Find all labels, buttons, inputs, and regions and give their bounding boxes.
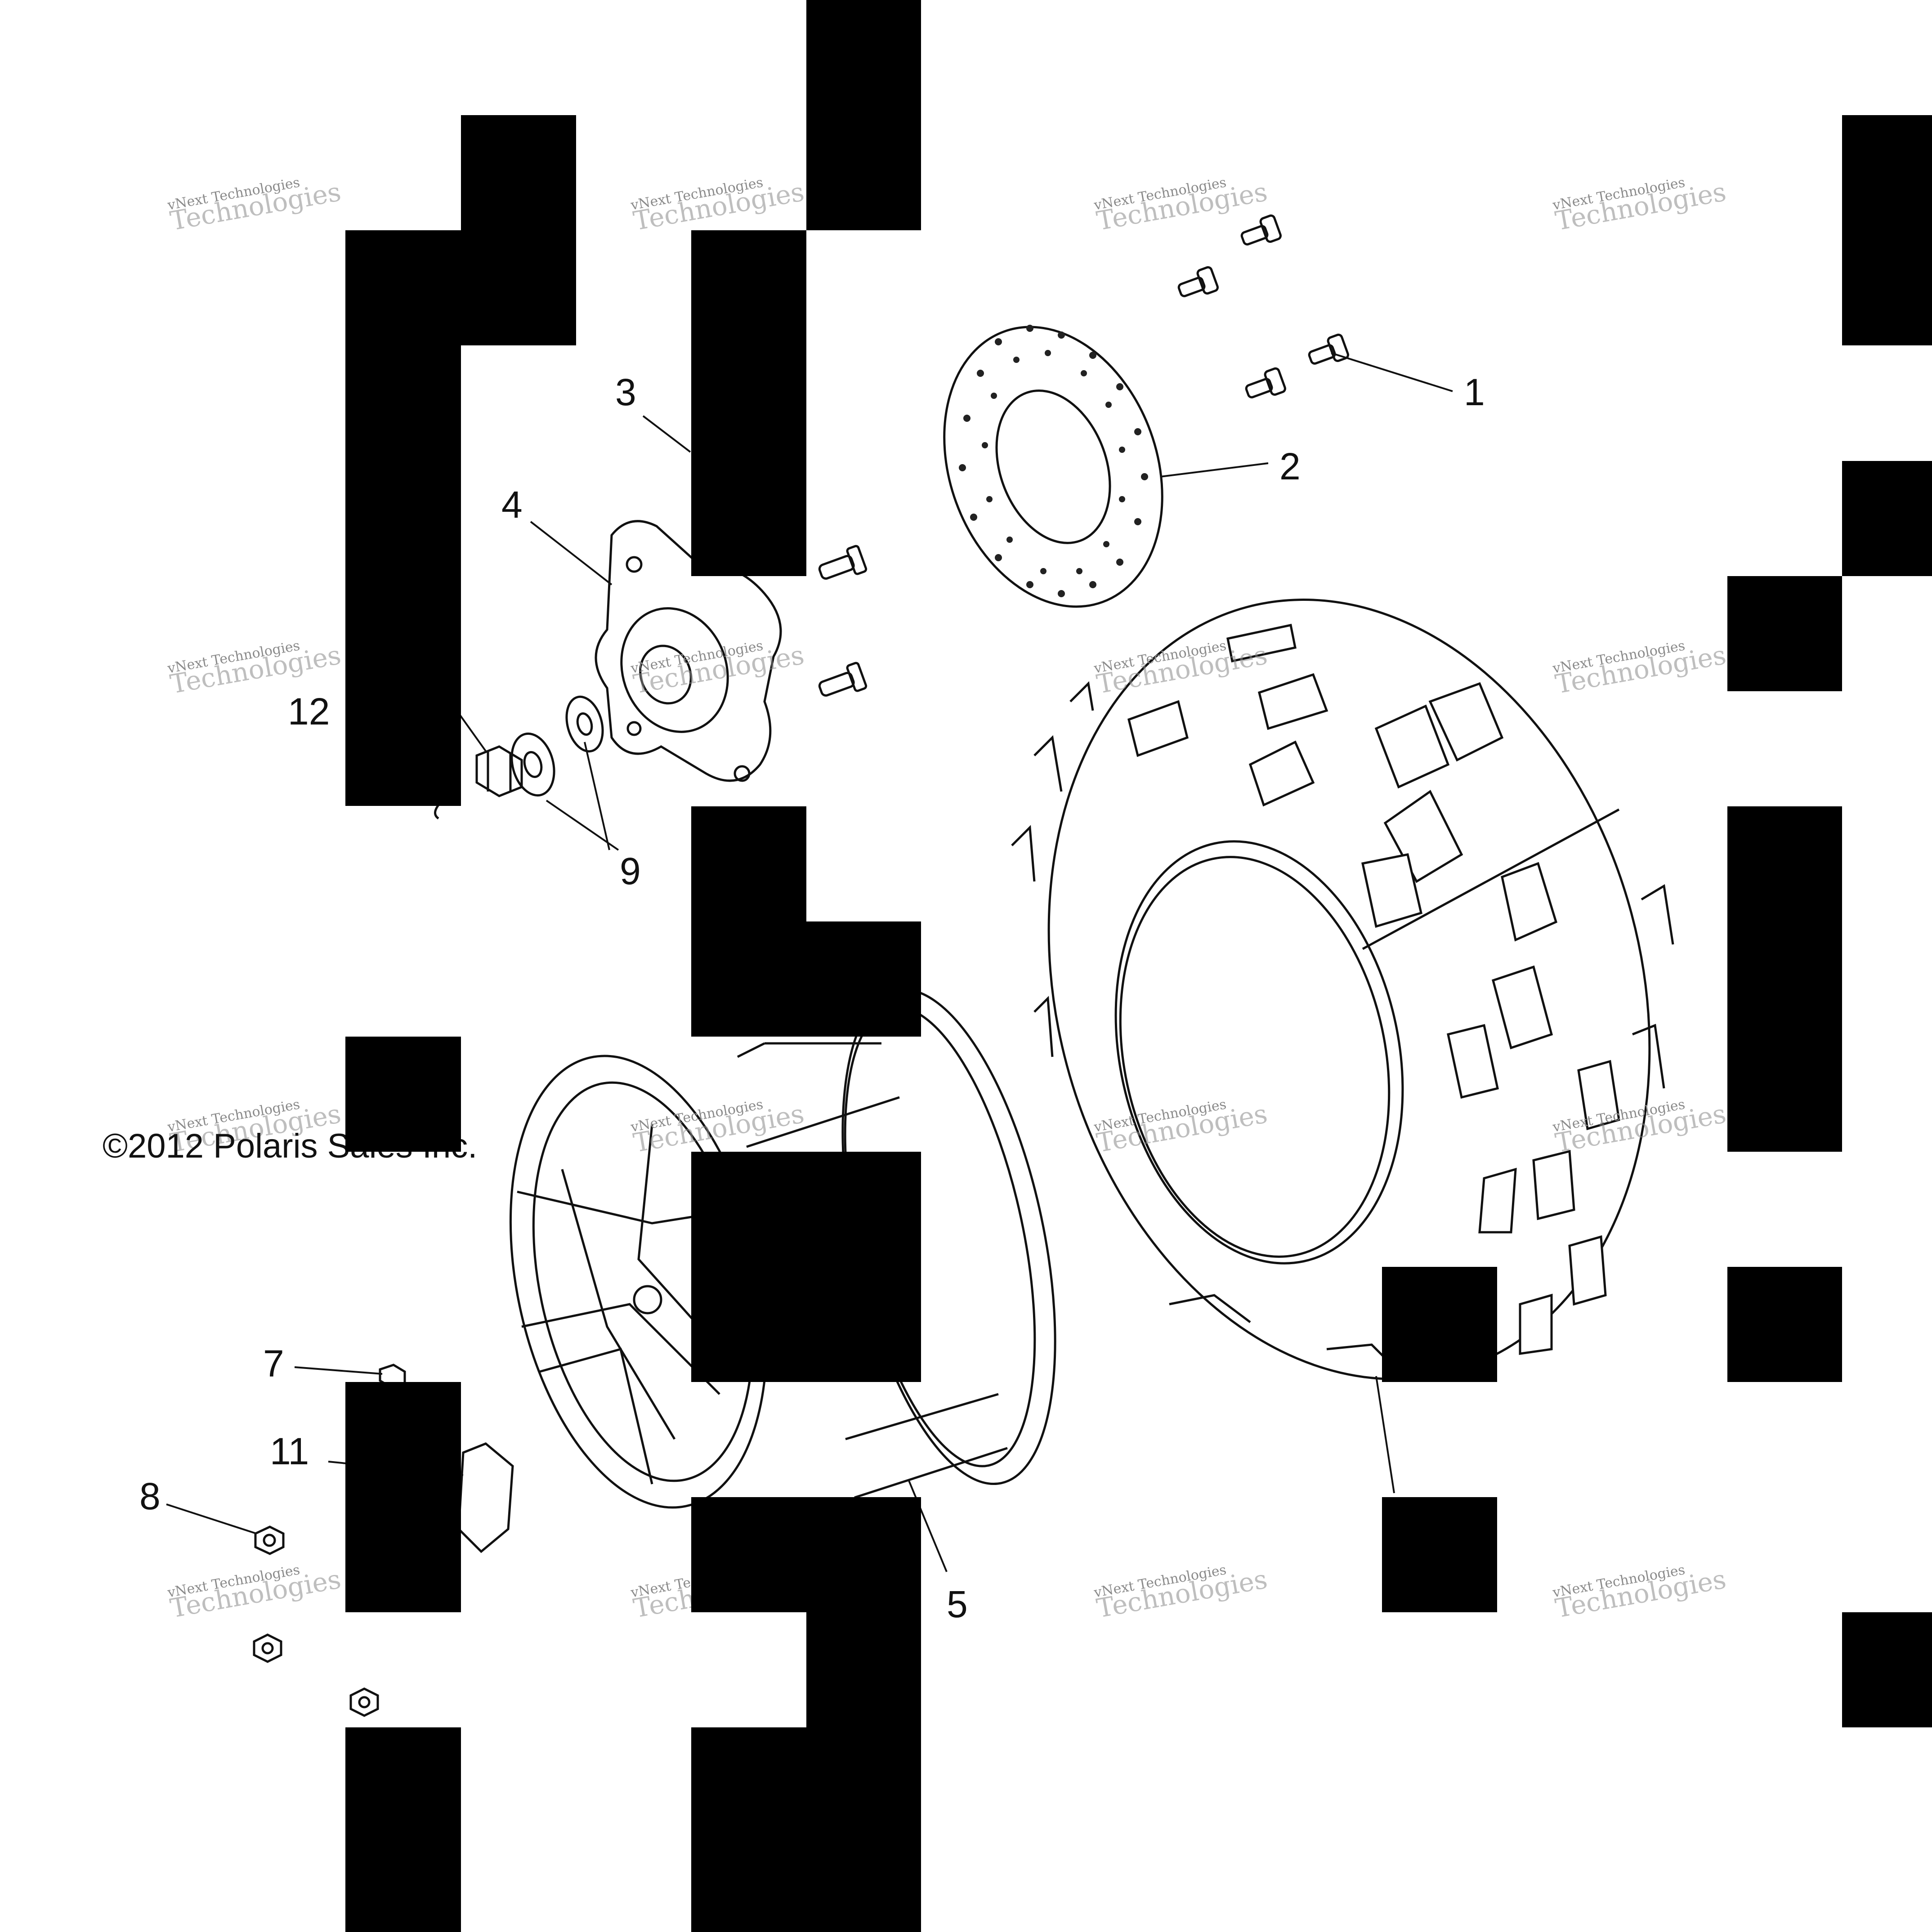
callout-9: 9 [620,850,641,892]
callout-7: 7 [263,1342,284,1385]
redaction-block [1842,115,1932,345]
redaction-block [691,806,806,1037]
redaction-block [691,1497,921,1612]
callout-3: 3 [615,371,636,413]
callout-2: 2 [1279,445,1301,487]
redaction-block [1842,1612,1932,1727]
redaction-block [806,1612,921,1727]
callout-11: 11 [270,1430,309,1472]
redaction-block [1382,1497,1497,1612]
redaction-block [1382,1267,1497,1382]
callout-12: 12 [288,690,330,733]
callout-5: 5 [947,1583,968,1625]
redaction-block [345,1727,461,1932]
callout-8: 8 [139,1475,161,1517]
brake-disc [943,325,1163,608]
callout-4: 4 [501,483,523,526]
washers [510,695,604,797]
redaction-block [345,1382,461,1612]
redaction-block [1842,461,1932,576]
callout-1: 1 [1464,371,1485,413]
redaction-block [691,1152,921,1382]
redaction-block [691,230,806,576]
redaction-block [345,1037,461,1152]
redaction-block [806,0,921,230]
redaction-block [345,230,461,806]
redaction-block [1727,806,1842,1152]
tire [1011,598,1674,1381]
castle-nut [434,745,523,820]
disc-bolts [1177,214,1349,398]
redaction-block [691,1843,806,1932]
redaction-block [806,1843,921,1932]
redaction-block [1727,576,1842,691]
redaction-block [691,1727,921,1843]
wheel-studs [818,545,868,697]
redaction-block [806,921,921,1037]
redaction-block [1727,1267,1842,1382]
redaction-block [461,115,576,345]
